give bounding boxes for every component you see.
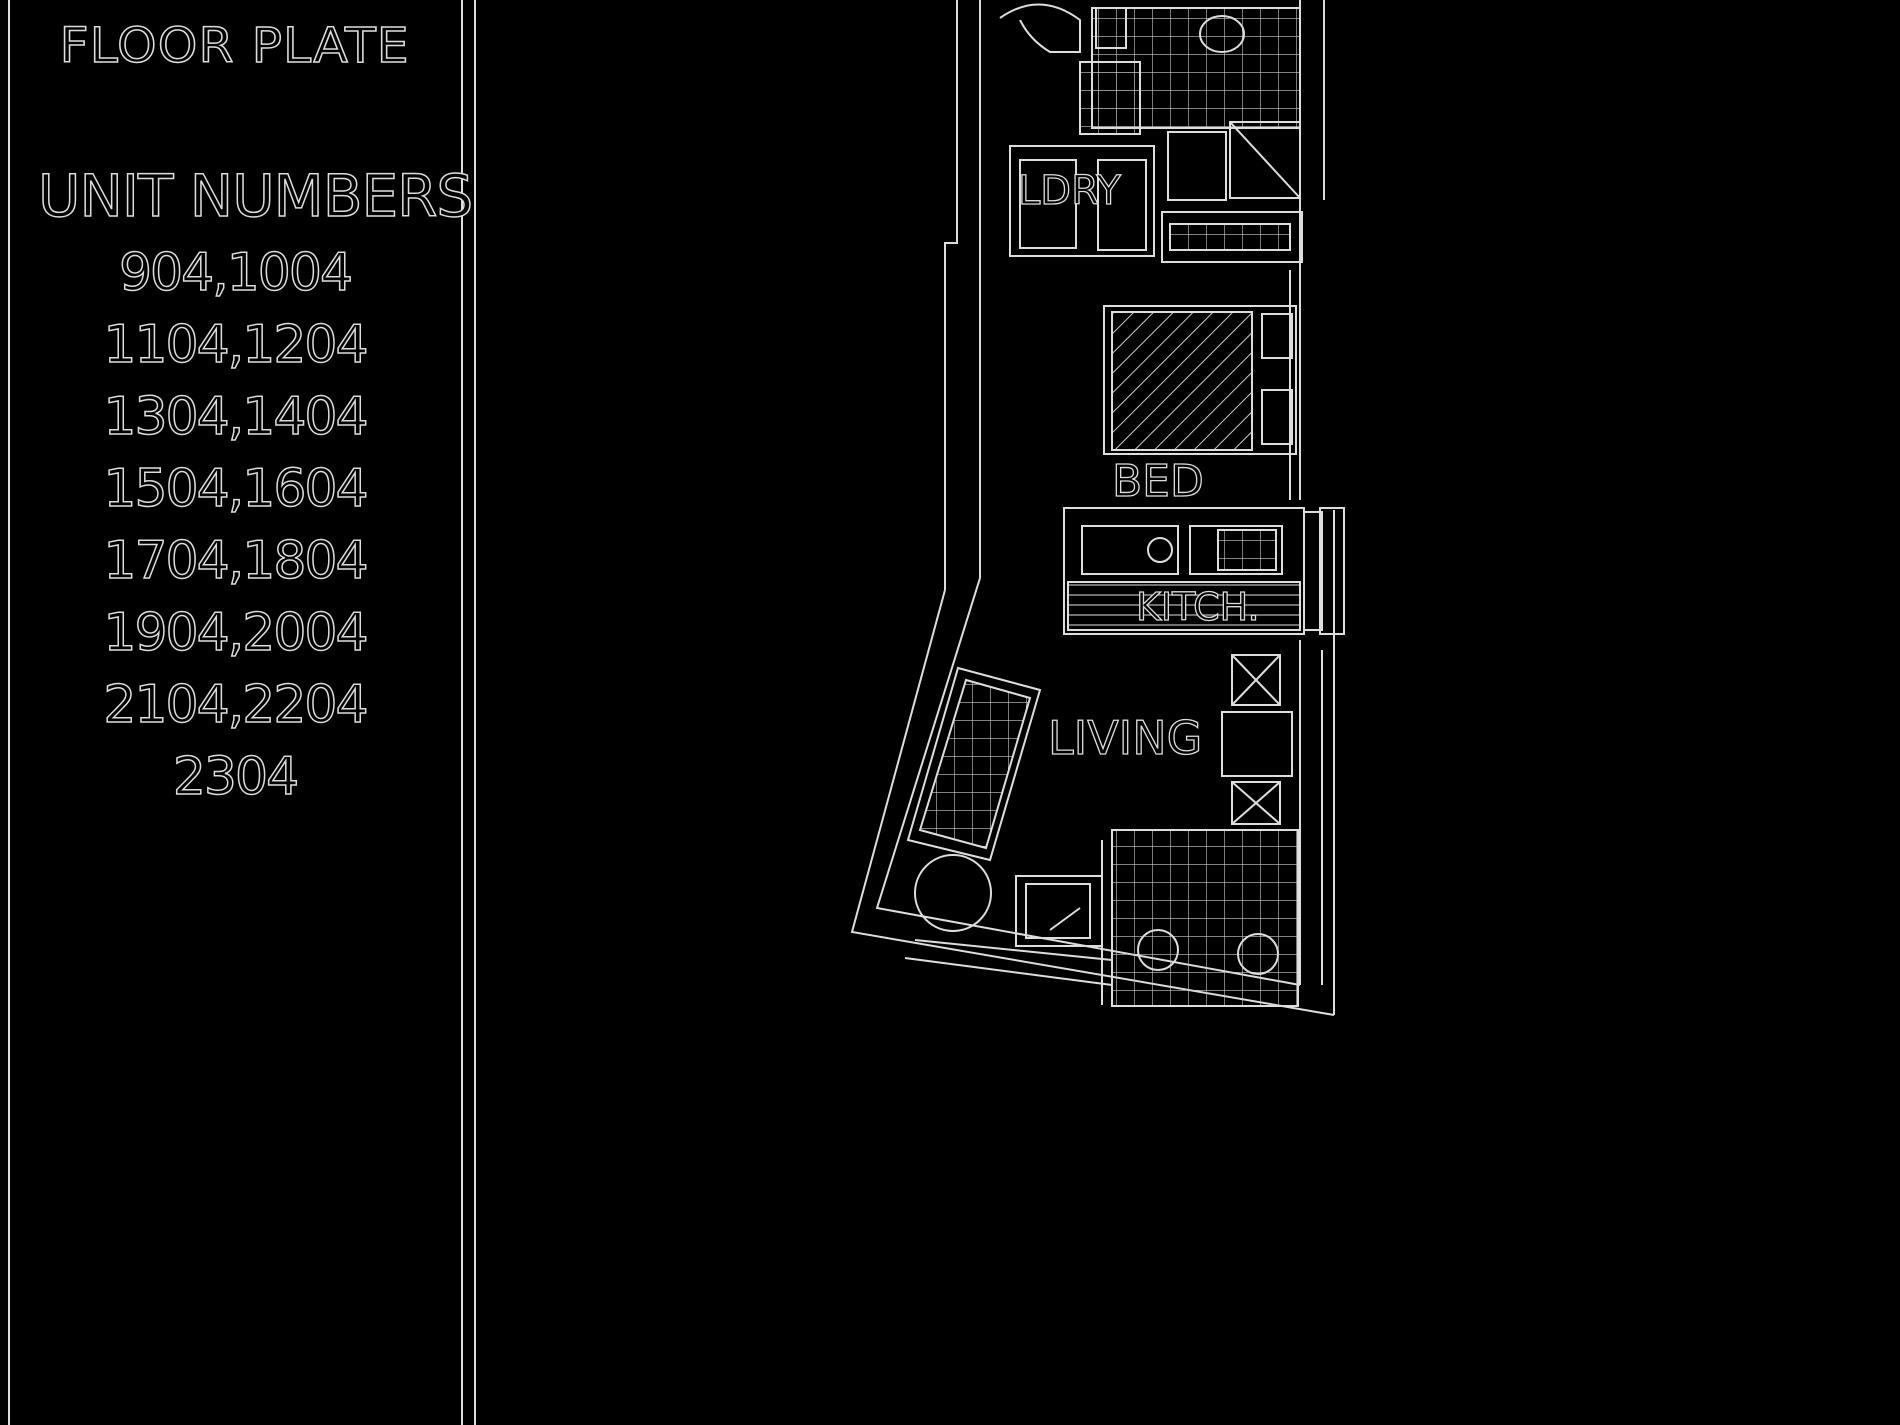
kitchen-label: KITCH. — [1136, 585, 1260, 629]
unit-numbers-line: 2104,2204 — [103, 674, 370, 736]
laundry-label: LDRY — [1018, 168, 1121, 214]
unit-numbers-line: 904,1004 — [118, 242, 354, 304]
bedroom-label: BED — [1112, 456, 1204, 507]
bathroom — [999, 3, 1303, 263]
living-area: LIVING — [906, 654, 1293, 947]
panel-border-left — [8, 0, 10, 1425]
panel-border-right-outer — [474, 0, 476, 1425]
unit-numbers-line: 1104,1204 — [103, 314, 370, 376]
unit-numbers-line: 1704,1804 — [103, 530, 370, 592]
legend-panel: FLOOR PLATE UNIT NUMBERS 904,1004 1104,1… — [0, 0, 476, 1425]
living-label: LIVING — [1048, 711, 1202, 765]
unit-numbers-line: 1904,2004 — [103, 602, 370, 664]
unit-numbers-line: 1504,1604 — [103, 458, 370, 520]
laundry: LDRY — [1009, 145, 1155, 257]
bedroom: BED — [1103, 270, 1297, 508]
unit-numbers-line: 1304,1404 — [103, 386, 370, 448]
unit-numbers-heading: UNIT NUMBERS — [37, 161, 474, 231]
balcony — [904, 829, 1299, 1007]
unit-numbers-line: 2304 — [172, 746, 300, 808]
panel-border-right — [461, 0, 463, 1425]
kitchen: KITCH. — [1063, 507, 1305, 635]
floor-plate-heading: FLOOR PLATE — [59, 17, 410, 75]
